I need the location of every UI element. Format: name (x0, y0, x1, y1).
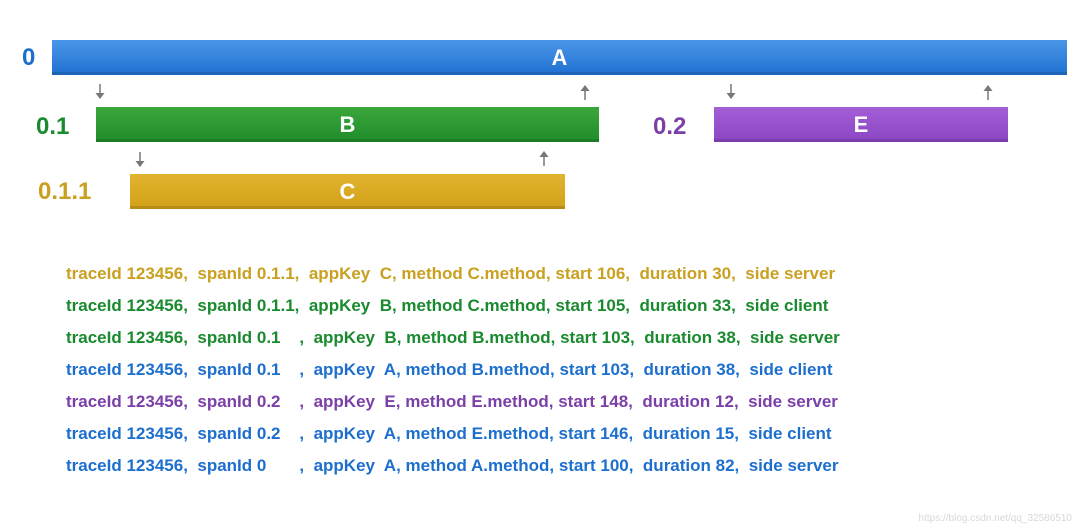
down-arrow-icon (725, 84, 737, 100)
span-bar-a-label: A (551, 44, 568, 70)
log-line: traceId 123456, spanId 0.1 , appKey B, m… (66, 328, 840, 347)
watermark: https://blog.csdn.net/qq_32586510 (918, 513, 1072, 524)
log-line: traceId 123456, spanId 0.1.1, appKey C, … (66, 264, 836, 283)
up-arrow-icon (982, 84, 994, 100)
up-arrow-icon (538, 150, 550, 166)
span-bar-c-label: C (339, 178, 356, 204)
down-arrow-icon (134, 152, 146, 168)
span-bar-b-label: B (339, 111, 356, 137)
span-id-label-e: 0.2 (653, 113, 687, 140)
log-line: traceId 123456, spanId 0.1 , appKey A, m… (66, 360, 833, 379)
span-bar-a: A (52, 40, 1067, 75)
log-line: traceId 123456, spanId 0.2 , appKey A, m… (66, 424, 832, 443)
span-bar-e-label: E (853, 111, 869, 137)
span-bar-c: C (130, 174, 565, 209)
log-line: traceId 123456, spanId 0.2 , appKey E, m… (66, 392, 838, 411)
span-id-label-a: 0 (22, 44, 36, 71)
up-arrow-icon (579, 84, 591, 100)
down-arrow-icon (94, 84, 106, 100)
span-bar-e: E (714, 107, 1008, 142)
span-log-list: traceId 123456, spanId 0.1.1, appKey C, … (66, 262, 840, 486)
log-line: traceId 123456, spanId 0 , appKey A, met… (66, 456, 839, 475)
span-id-label-b: 0.1 (36, 113, 70, 140)
span-bar-b: B (96, 107, 599, 142)
log-line: traceId 123456, spanId 0.1.1, appKey B, … (66, 296, 829, 315)
span-id-label-c: 0.1.1 (38, 178, 92, 205)
